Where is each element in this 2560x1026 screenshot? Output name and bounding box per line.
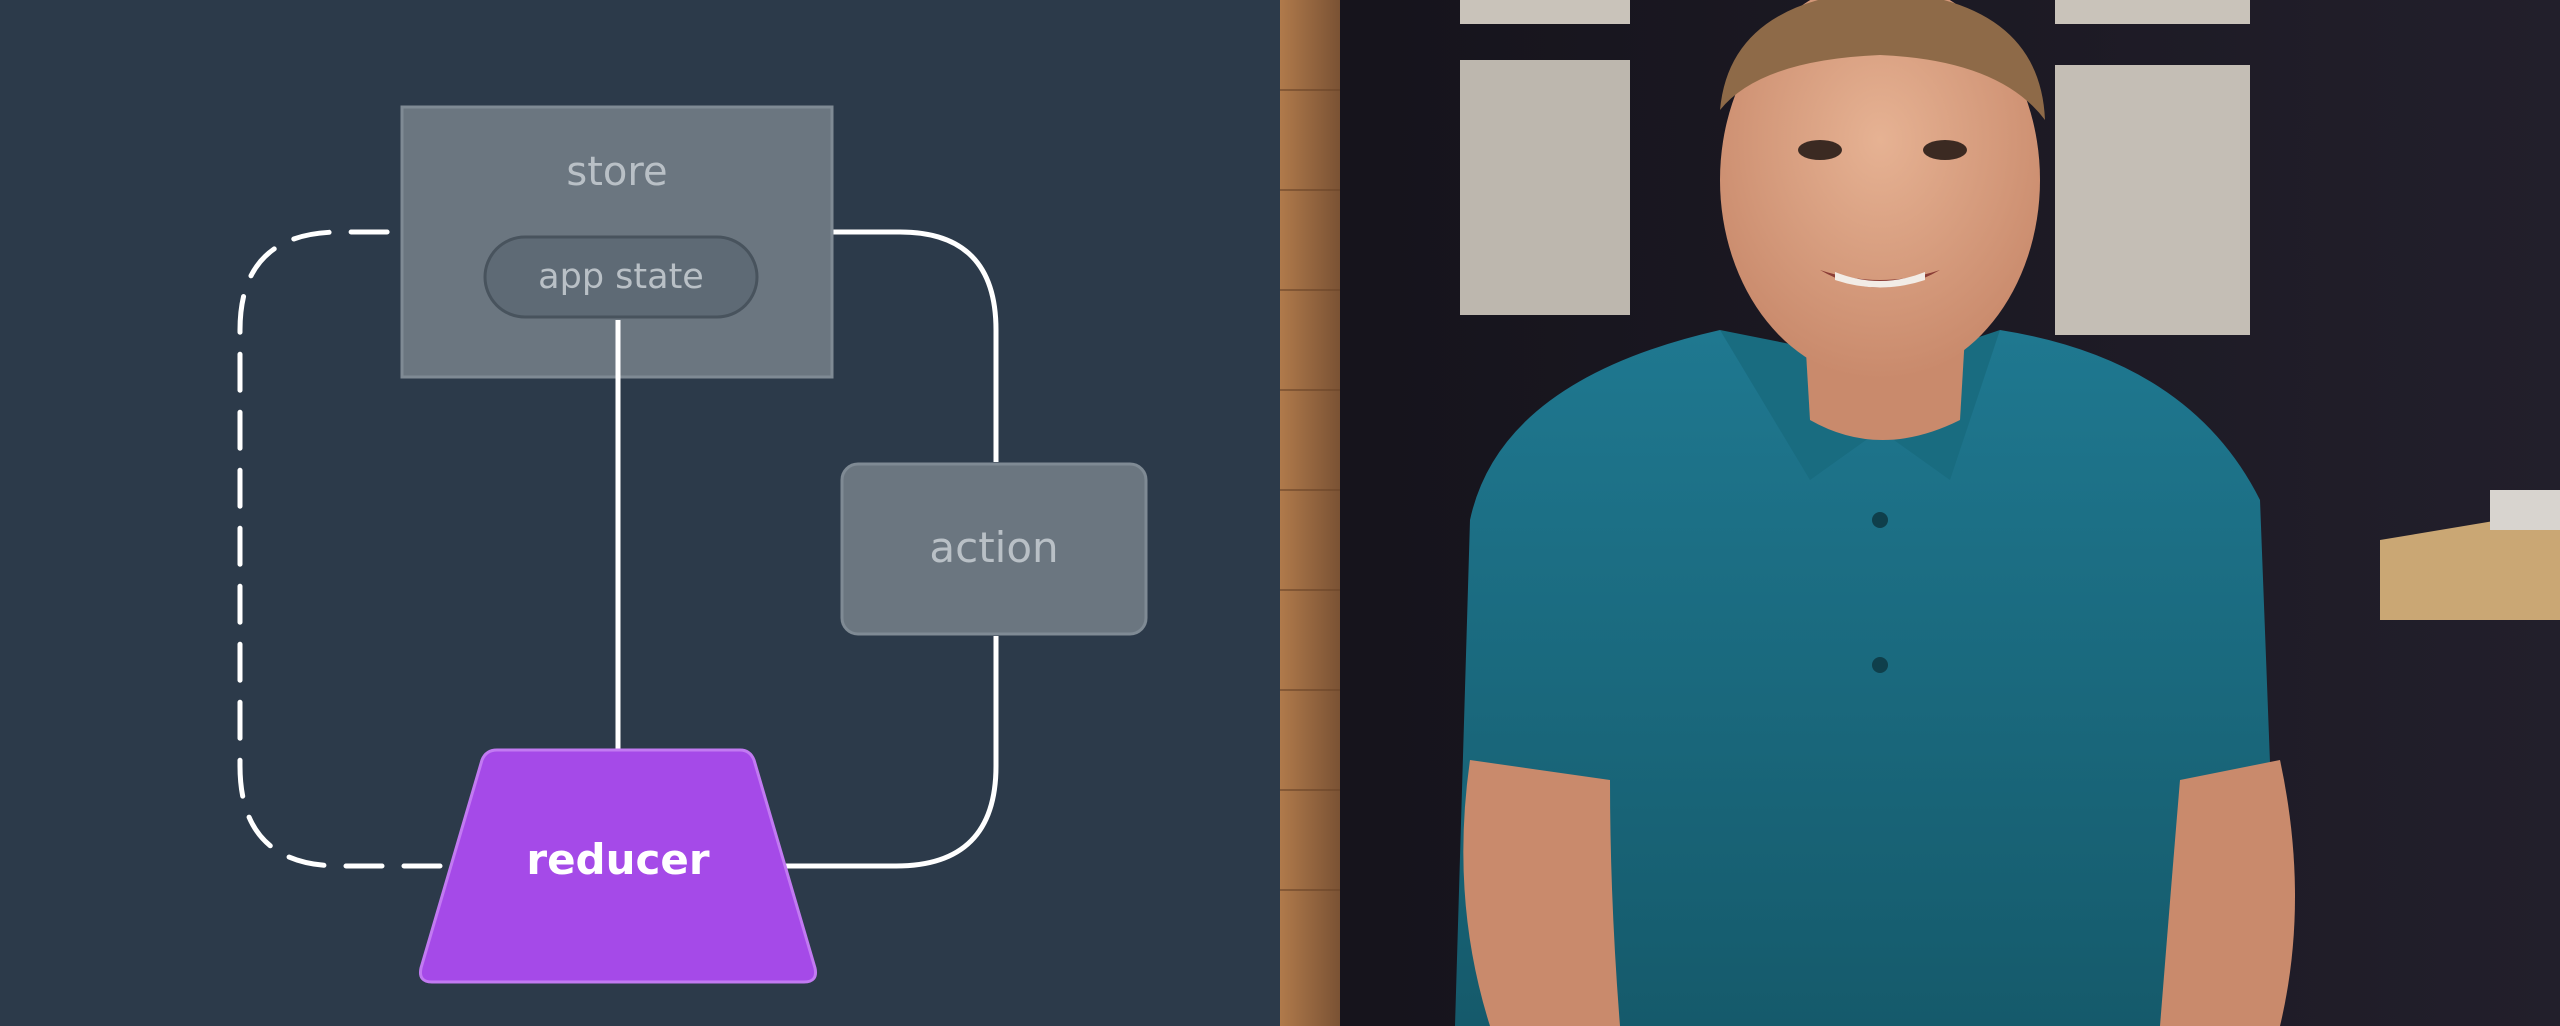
wall-panel: [1460, 60, 1630, 315]
wall-panel: [2055, 65, 2250, 335]
store-label: store: [566, 149, 667, 195]
presenter-face: [1720, 0, 2040, 380]
wall-panel: [1460, 0, 1630, 24]
desk: [2380, 510, 2560, 620]
presenter-scene: [1280, 0, 2560, 1026]
presenter-teeth: [1835, 272, 1925, 288]
presenter-video: [1280, 0, 2560, 1026]
presenter-right-arm: [2160, 760, 2295, 1026]
app-state-pill: [483, 235, 759, 319]
action-connector-top: [832, 229, 999, 462]
action-box: [840, 462, 1148, 636]
action-connector-bottom: [780, 636, 999, 869]
diagram-panel: store app state action reducer: [237, 105, 1148, 984]
presenter-hair: [1720, 0, 2045, 120]
brick-lines: [1280, 89, 1340, 891]
brick-pillar: [1280, 0, 1340, 1026]
shirt-button: [1872, 512, 1888, 528]
presenter-left-arm: [1463, 760, 1620, 1026]
action-label: action: [929, 523, 1058, 572]
reducer-label: reducer: [526, 835, 710, 884]
flow-diagram: store app state action reducer: [237, 105, 1148, 984]
presenter-eye-left: [1798, 140, 1842, 160]
app-state-label: app state: [538, 257, 704, 297]
desk-item: [2490, 490, 2560, 530]
dashed-return-connector: [237, 229, 443, 869]
wall-panel: [2055, 0, 2250, 24]
shirt-button: [1872, 657, 1888, 673]
presenter-shirt: [1455, 330, 2280, 1026]
presenter-eye-right: [1923, 140, 1967, 160]
reducer-shape: [419, 748, 817, 984]
